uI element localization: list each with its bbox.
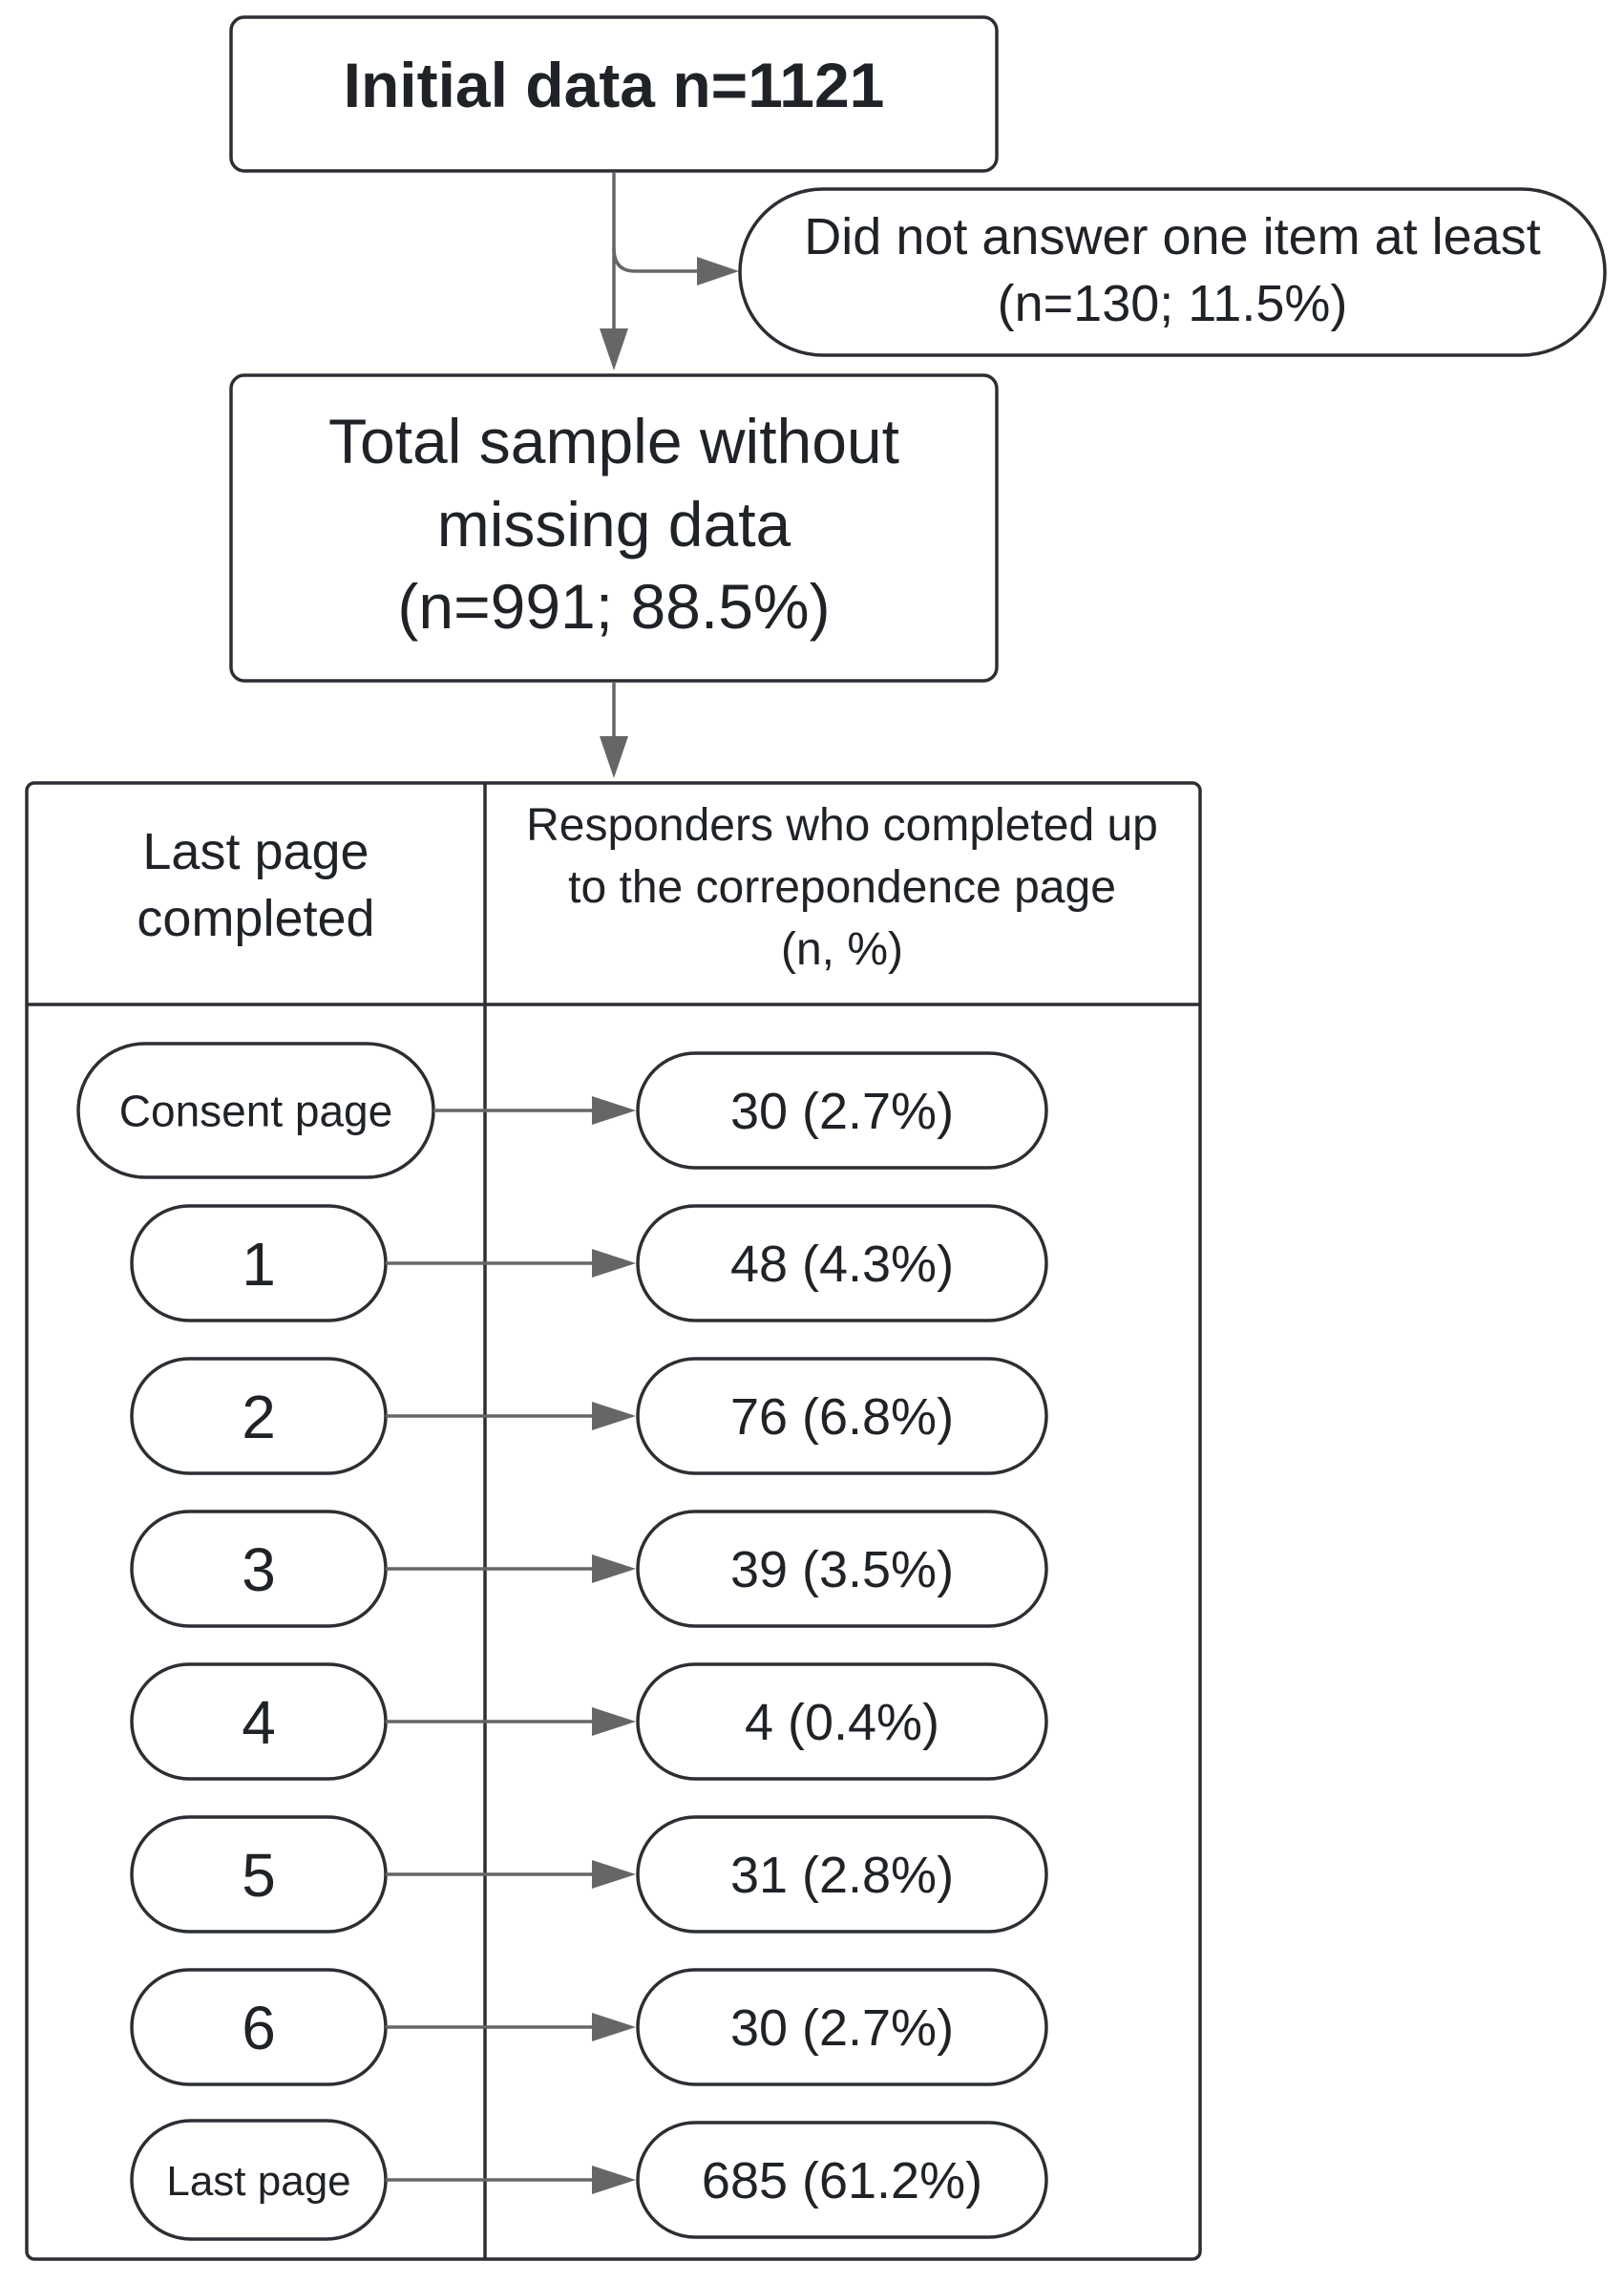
header-last-page-line-2: completed [137, 890, 374, 947]
page-label: 1 [242, 1230, 276, 1299]
initial-data-node: Initial data n=1121 [229, 15, 999, 173]
table-row: 2 76 (6.8%) [130, 1357, 1048, 1475]
result-pill [636, 1051, 1048, 1170]
header-responders-line-3: (n, %) [781, 924, 903, 975]
excluded-node: Did not answer one item at least (n=130;… [738, 187, 1607, 357]
page-label: 4 [242, 1688, 276, 1757]
row-arrowhead [592, 1554, 636, 1583]
excluded-line-2: (n=130; 11.5%) [998, 275, 1348, 332]
table-row: 1 48 (4.3%) [130, 1204, 1048, 1322]
table-row: 6 30 (2.7%) [130, 1968, 1048, 2086]
row-arrowhead [592, 1707, 636, 1736]
result-pill [636, 1662, 1048, 1781]
table-row: 5 31 (2.8%) [130, 1815, 1048, 1934]
result-label: 39 (3.5%) [730, 1541, 954, 1598]
result-label: 76 (6.8%) [730, 1388, 954, 1446]
connector-total-to-table [600, 682, 628, 778]
result-pill [636, 1510, 1048, 1628]
connector-to-excluded [612, 247, 739, 285]
table-row: 3 39 (3.5%) [130, 1510, 1048, 1628]
excluded-line-1: Did not answer one item at least [804, 208, 1540, 265]
header-responders-line-2: to the correpondence page [568, 862, 1116, 913]
connector-initial-to-total [600, 172, 628, 370]
result-label: 48 (4.3%) [730, 1236, 954, 1293]
total-sample-node: Total sample without missing data (n=991… [229, 373, 999, 683]
page-label: Last page [166, 2158, 350, 2205]
header-last-page-line-1: Last page [142, 823, 369, 880]
table-row: Last page 685 (61.2%) [130, 2119, 1048, 2241]
row-arrowhead [592, 1096, 636, 1125]
result-label: 30 (2.7%) [730, 1999, 954, 2057]
result-pill [636, 1357, 1048, 1475]
row-arrowhead [592, 2013, 636, 2041]
row-arrowhead [592, 1249, 636, 1278]
result-label: 31 (2.8%) [730, 1847, 954, 1904]
total-sample-line-3: (n=991; 88.5%) [397, 571, 830, 642]
result-pill [636, 1204, 1048, 1322]
page-label: 5 [242, 1841, 276, 1910]
result-pill [636, 1968, 1048, 2086]
result-label: 4 (0.4%) [745, 1694, 939, 1751]
total-sample-line-2: missing data [437, 489, 791, 560]
initial-data-label: Initial data n=1121 [344, 50, 885, 120]
result-label: 685 (61.2%) [702, 2152, 982, 2209]
total-sample-line-1: Total sample without [328, 406, 899, 476]
header-responders-line-1: Responders who completed up [526, 800, 1158, 851]
pages-table: Last page completed Responders who compl… [25, 781, 1202, 2261]
row-arrowhead [592, 1860, 636, 1889]
row-arrowhead [592, 2166, 636, 2194]
table-row: 4 4 (0.4%) [130, 1662, 1048, 1781]
page-label: 6 [242, 1994, 276, 2062]
page-label: Consent page [119, 1087, 392, 1136]
result-label: 30 (2.7%) [730, 1083, 954, 1140]
page-label: 3 [242, 1535, 276, 1604]
table-row: Consent page 30 (2.7%) [76, 1042, 1048, 1179]
row-arrowhead [592, 1402, 636, 1430]
result-pill [636, 2121, 1048, 2239]
result-pill [636, 1815, 1048, 1934]
table-rows: Consent page 30 (2.7%) 1 48 (4.3%) 2 76 (6.8%… [76, 1042, 1048, 2241]
page-label: 2 [242, 1383, 276, 1451]
